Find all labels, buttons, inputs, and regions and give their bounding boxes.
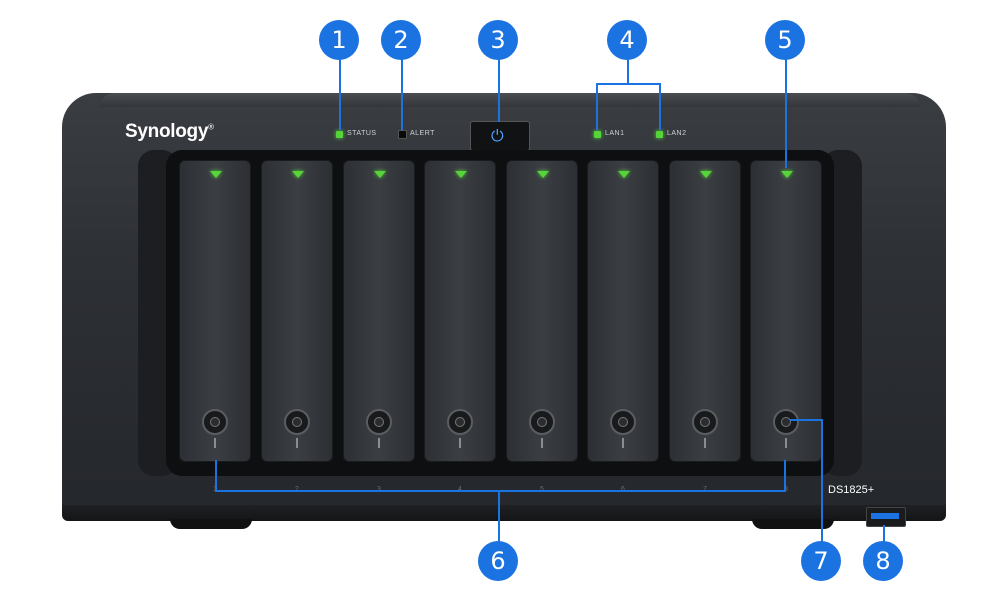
callout-line-6	[498, 490, 500, 542]
lock-slot	[296, 438, 298, 448]
tray-lock-icon[interactable]	[692, 409, 718, 435]
bay-number: 5	[540, 486, 544, 493]
callout-bracket-6-right	[784, 460, 786, 492]
alert-label: ALERT	[410, 130, 435, 137]
drive-tray-2[interactable]	[261, 160, 333, 462]
brand-logo: Synology®	[125, 121, 214, 142]
lock-slot	[378, 438, 380, 448]
lock-slot	[541, 438, 543, 448]
callout-line-5	[785, 58, 787, 168]
callout-6: 6	[478, 541, 518, 581]
lan1-label: LAN1	[605, 130, 625, 137]
bay-number: 1	[213, 486, 217, 493]
callout-3: 3	[478, 20, 518, 60]
status-label: STATUS	[347, 130, 377, 137]
callout-line-8	[883, 525, 885, 545]
bay-number: 4	[458, 486, 462, 493]
drive-tray-8[interactable]	[750, 160, 822, 462]
tray-lock-icon[interactable]	[284, 409, 310, 435]
callout-2: 2	[381, 20, 421, 60]
drive-led	[292, 171, 304, 178]
callout-line-7b	[821, 419, 823, 542]
tray-lock-icon[interactable]	[610, 409, 636, 435]
status-led	[336, 131, 343, 138]
callout-line-3	[498, 58, 500, 122]
alert-led	[398, 130, 407, 139]
callout-7: 7	[801, 541, 841, 581]
lock-slot	[622, 438, 624, 448]
tray-lock-icon[interactable]	[447, 409, 473, 435]
power-icon: ⏻	[491, 126, 504, 145]
drive-led	[618, 171, 630, 178]
drive-tray-1[interactable]	[179, 160, 251, 462]
usb-port[interactable]	[866, 507, 906, 527]
tray-lock-icon[interactable]	[529, 409, 555, 435]
drive-tray-7[interactable]	[669, 160, 741, 462]
tray-lock-icon[interactable]	[366, 409, 392, 435]
callout-bracket-6-left	[215, 460, 217, 492]
bay-number: 6	[621, 486, 625, 493]
model-name: DS1825+	[828, 484, 875, 496]
lock-slot	[704, 438, 706, 448]
lan2-label: LAN2	[667, 130, 687, 137]
callout-8: 8	[863, 541, 903, 581]
drive-tray-6[interactable]	[587, 160, 659, 462]
left-foot	[170, 519, 252, 529]
power-button[interactable]: ⏻	[470, 121, 530, 151]
lock-slot	[214, 438, 216, 448]
bay-number: 7	[703, 486, 707, 493]
drive-led	[700, 171, 712, 178]
lan2-led	[656, 131, 663, 138]
drive-led	[455, 171, 467, 178]
lock-slot	[785, 438, 787, 448]
tray-lock-icon[interactable]	[202, 409, 228, 435]
right-foot	[752, 519, 834, 529]
callout-line-4b	[659, 83, 661, 130]
callout-line-1	[339, 58, 341, 130]
chassis-top-edge	[100, 93, 920, 107]
drive-led	[210, 171, 222, 178]
drive-tray-3[interactable]	[343, 160, 415, 462]
chassis-base	[62, 505, 946, 521]
callout-line-4	[627, 58, 629, 84]
drive-tray-4[interactable]	[424, 160, 496, 462]
callout-5: 5	[765, 20, 805, 60]
tray-lock-icon[interactable]	[773, 409, 799, 435]
callout-bracket-4	[596, 83, 661, 85]
drive-led	[374, 171, 386, 178]
usb-icon	[871, 513, 899, 519]
drive-tray-5[interactable]	[506, 160, 578, 462]
callout-line-7a	[790, 419, 823, 421]
drive-led	[537, 171, 549, 178]
lan1-led	[594, 131, 601, 138]
callout-bracket-6	[215, 490, 786, 492]
callout-line-4a	[596, 83, 598, 130]
callout-line-2	[401, 58, 403, 130]
drive-led	[781, 171, 793, 178]
lock-slot	[459, 438, 461, 448]
bay-number: 3	[377, 486, 381, 493]
callout-1: 1	[319, 20, 359, 60]
bay-number: 2	[295, 486, 299, 493]
callout-4: 4	[607, 20, 647, 60]
